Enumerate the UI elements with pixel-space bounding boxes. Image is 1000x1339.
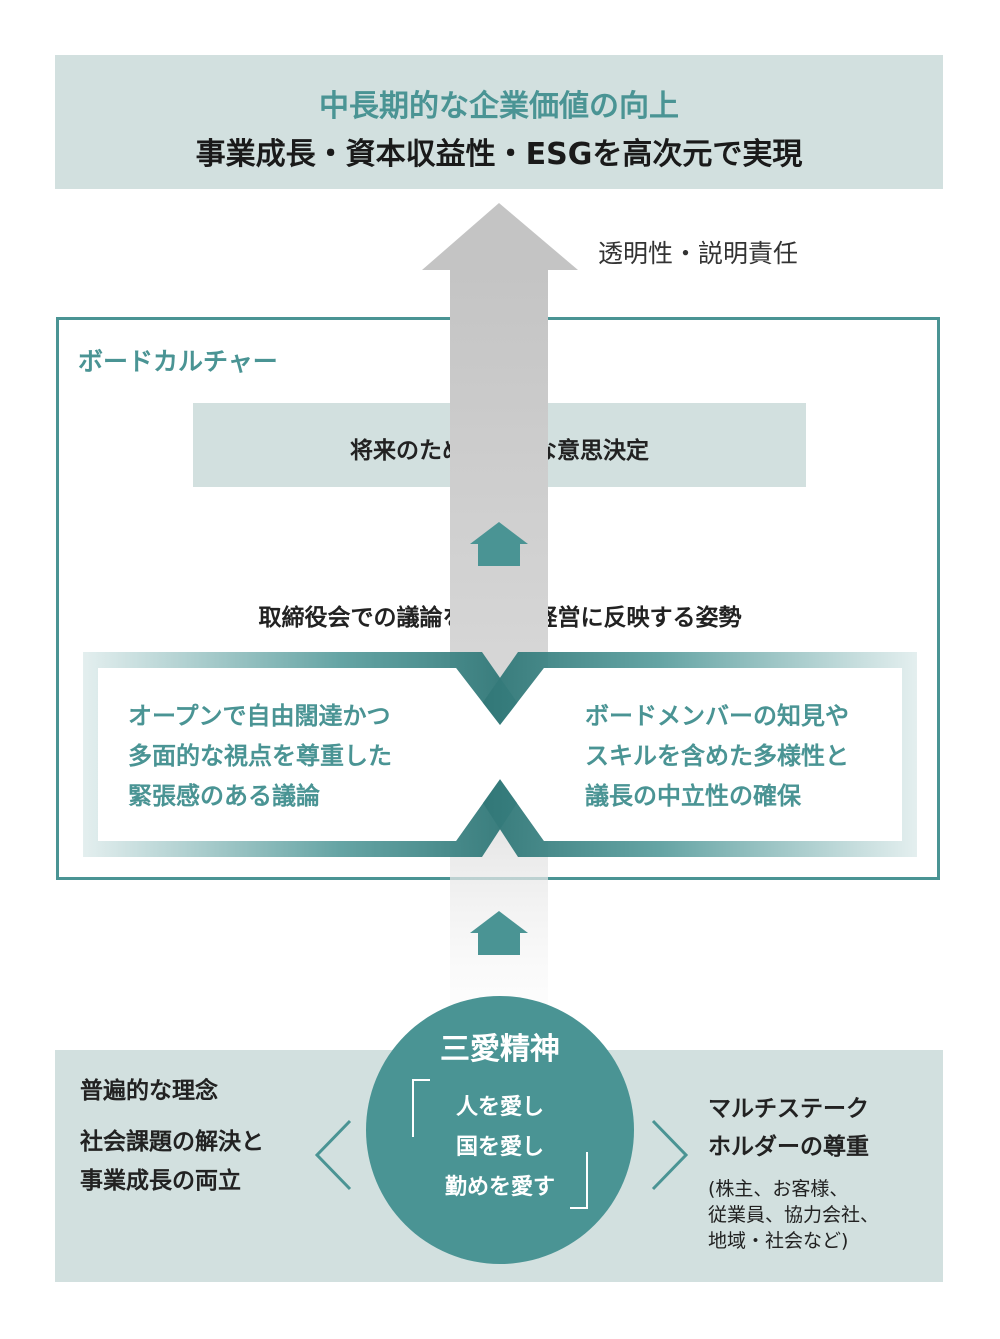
left-bracket — [412, 1079, 430, 1137]
spirit-line-2: 国を愛し — [455, 1135, 544, 1160]
left-panel-text: オープンで自由闊達かつ 多面的な視点を尊重した 緊張感のある議論 — [128, 696, 392, 816]
top-banner: 中長期的な企業価値の向上 事業成長・資本収益性・ESGを高次元で実現 — [55, 55, 943, 189]
board-culture-title: ボードカルチャー — [78, 347, 278, 376]
multi-stakeholder-title: マルチステーク ホルダーの尊重 — [708, 1090, 869, 1166]
chevron-left-icon — [314, 1119, 352, 1191]
spirit-circle — [366, 996, 634, 1264]
ideal-body: 社会課題の解決と 事業成長の両立 — [80, 1123, 264, 1201]
top-title: 中長期的な企業価値の向上 — [319, 89, 679, 124]
right-panel-bg — [480, 668, 902, 841]
up-arrow-lower — [470, 911, 528, 955]
ideal-title: 普遍的な理念 — [80, 1078, 218, 1104]
up-arrow-upper — [470, 522, 528, 566]
right-bracket — [570, 1152, 588, 1209]
left-line-1: オープンで自由闊達かつ — [128, 702, 391, 730]
spirit-line-1: 人を愛し — [455, 1095, 544, 1120]
multi-detail-line-3: 地域・社会など) — [708, 1230, 849, 1252]
transparency-arrow-head — [422, 203, 578, 270]
right-panel-text: ボードメンバーの知見や スキルを含めた多様性と 議長の中立性の確保 — [585, 696, 849, 816]
multi-stakeholder-detail: (株主、お客様、 従業員、協力会社、 地域・社会など) — [708, 1176, 879, 1254]
multi-line-1: マルチステーク — [708, 1096, 869, 1122]
left-line-2: 多面的な視点を尊重した — [128, 742, 392, 770]
chevron-right-icon — [651, 1119, 689, 1191]
top-subtitle: 事業成長・資本収益性・ESGを高次元で実現 — [195, 137, 803, 172]
multi-detail-line-1: (株主、お客様、 — [708, 1178, 849, 1200]
multi-detail-line-2: 従業員、協力会社、 — [708, 1204, 880, 1226]
right-line-1: ボードメンバーの知見や — [585, 702, 849, 730]
spirit-line-3: 勤めを愛す — [444, 1175, 555, 1200]
left-line-3: 緊張感のある議論 — [128, 782, 320, 810]
left-panel-bg — [98, 668, 520, 841]
spirit-lines: 人を愛し 国を愛し 勤めを愛す — [365, 1088, 635, 1208]
spirit-title: 三愛精神 — [440, 1032, 560, 1067]
right-line-3: 議長の中立性の確保 — [585, 782, 801, 810]
transparency-label: 透明性・説明責任 — [598, 239, 799, 268]
interlock-bands — [83, 652, 917, 857]
ideal-line-2: 事業成長の両立 — [80, 1168, 241, 1194]
multi-line-2: ホルダーの尊重 — [708, 1134, 869, 1160]
ideal-line-1: 社会課題の解決と — [80, 1129, 264, 1155]
right-line-2: スキルを含めた多様性と — [585, 742, 849, 770]
